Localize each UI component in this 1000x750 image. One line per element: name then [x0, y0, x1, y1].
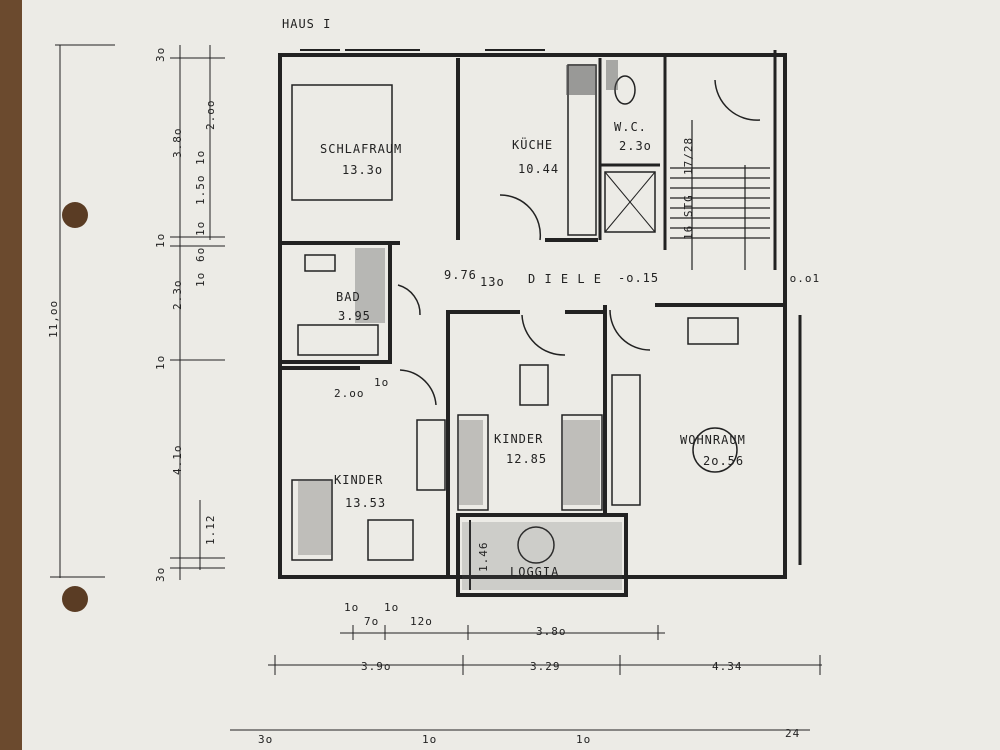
loggia-outline — [456, 513, 628, 597]
room-area-diele: 9.76 — [444, 268, 477, 282]
left-dim-seg13: 1.12 — [204, 514, 217, 546]
room-name-bad: BAD — [336, 290, 361, 304]
left-dim-total: 11,oo — [47, 299, 60, 338]
bottom-dim-r1-0: 1o — [344, 601, 360, 614]
left-dim-seg6: 1o — [154, 232, 167, 248]
bottom-dim-r3-3: 24 — [785, 727, 801, 740]
room-name-kinder-mid: KINDER — [494, 432, 544, 446]
left-dim-seg9: 2.3o — [171, 279, 184, 311]
bottom-dim-r3-1: 1o — [422, 733, 438, 746]
left-dim-seg10: 1o — [194, 271, 207, 287]
room-area-kueche: 10.44 — [518, 162, 560, 176]
left-dim-seg11: 1o — [154, 354, 167, 370]
left-dim-seg5: 1.5o — [194, 174, 207, 206]
room-name-kueche: KÜCHE — [512, 138, 554, 152]
punch-hole-top — [62, 202, 88, 228]
bottom-dim-r2-0: 3.9o — [361, 660, 392, 673]
left-dim-seg2: 3.8o — [171, 127, 184, 159]
room-level-diele: -o.15 — [618, 271, 660, 285]
room-name-kinder-left: KINDER — [334, 473, 384, 487]
left-dim-seg12: 4.1o — [171, 444, 184, 476]
room-area-kinder-left: 13.53 — [345, 496, 387, 510]
plan-title: HAUS I — [282, 17, 332, 31]
room-extra-diele: 13o — [480, 275, 505, 289]
bottom-dim-r3-2: 1o — [576, 733, 592, 746]
stair-steps-label: 16 STG — [682, 194, 695, 240]
room-name-schlafraum: SCHLAFRAUM — [320, 142, 403, 156]
room-name-loggia: LOGGIA — [510, 565, 560, 579]
left-dim-seg7: 1o — [194, 220, 207, 236]
room-area-loggia: 1.46 — [477, 541, 490, 573]
room-area-kinder-mid: 12.85 — [506, 452, 548, 466]
room-name-wohnraum: WOHNRAUM — [680, 433, 746, 447]
room-area-schlafraum: 13.3o — [342, 163, 384, 177]
door-gap-label: 1o — [374, 376, 390, 389]
left-dim-seg4: 1o — [194, 149, 207, 165]
room-name-wc: W.C. — [614, 120, 647, 134]
stair-level-label: -o.o1 — [782, 272, 821, 285]
door-width-label: 2.oo — [334, 387, 365, 400]
outer-wall — [278, 53, 787, 579]
punch-hole-bottom — [62, 586, 88, 612]
stair-ratio-label: 17/28 — [682, 136, 695, 175]
left-dim-seg3: 2.oo — [204, 99, 217, 131]
bottom-dim-r3-0: 3o — [258, 733, 274, 746]
left-dim-seg1: 3o — [154, 46, 167, 62]
bottom-dim-r2-1: 3.29 — [530, 660, 561, 673]
room-area-wohnraum: 2o.56 — [703, 454, 745, 468]
bottom-dim-r1-1: 7o — [364, 615, 380, 628]
room-area-bad: 3.95 — [338, 309, 371, 323]
bottom-dim-r1-3: 12o — [410, 615, 433, 628]
left-dim-seg14: 3o — [154, 566, 167, 582]
room-name-diele: D I E L E — [528, 272, 603, 286]
room-area-wc: 2.3o — [619, 139, 652, 153]
bottom-dim-r1-2: 1o — [384, 601, 400, 614]
paper-sheet — [22, 0, 1000, 750]
bottom-dim-r2-2: 4.34 — [712, 660, 743, 673]
bottom-dim-r1-4: 3.8o — [536, 625, 567, 638]
left-dim-seg8: 6o — [194, 246, 207, 262]
